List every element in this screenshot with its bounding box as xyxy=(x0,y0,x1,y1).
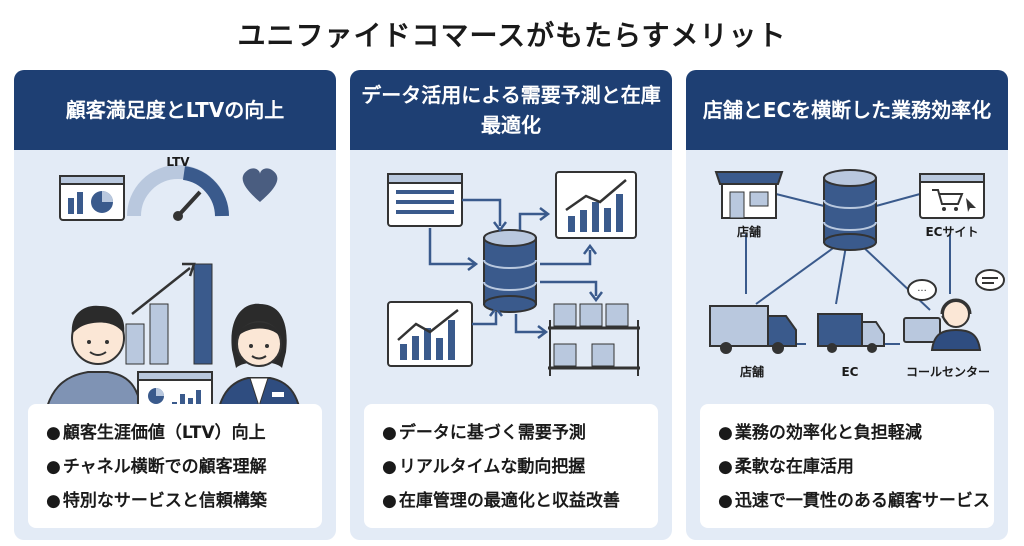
panel-customer-satisfaction: 顧客満足度とLTVの向上 LTV xyxy=(14,70,336,540)
data-forecast-illustration xyxy=(387,171,640,376)
list-item: データに基づく需要予測 xyxy=(382,416,658,450)
ec-truck-label: EC xyxy=(841,365,858,379)
omnichannel-network-illustration: 店舗 ECサイト 店舗 xyxy=(709,169,1005,379)
list-item: チャネル横断での顧客理解 xyxy=(46,450,322,484)
list-item: 在庫管理の最適化と収益改善 xyxy=(382,484,658,518)
inventory-shelf-icon xyxy=(548,303,640,376)
panel-operational-efficiency: 店舗とECを横断した業務効率化 店舗 xyxy=(686,70,1008,540)
ec-site-label: ECサイト xyxy=(925,225,978,239)
ec-site-monitor-icon xyxy=(919,173,985,219)
heart-icon xyxy=(242,168,278,202)
call-center-icon: ··· xyxy=(903,269,1005,351)
database-icon xyxy=(823,169,877,251)
ec-truck-icon xyxy=(817,313,885,353)
panel-header: 店舗とECを横断した業務効率化 xyxy=(686,70,1008,150)
store-icon xyxy=(714,171,784,219)
trend-chart-icon xyxy=(387,301,473,367)
panel-demand-forecast: データ活用による需要予測と在庫最適化 xyxy=(350,70,672,540)
store-truck-label: 店舗 xyxy=(740,364,764,379)
page-title: ユニファイドコマースがもたらすメリット xyxy=(237,19,787,52)
ltv-gauge-icon xyxy=(127,165,229,221)
list-item: 特別なサービスと信頼構築 xyxy=(46,484,322,518)
panel-header: 顧客満足度とLTVの向上 xyxy=(14,70,336,150)
list-item: 顧客生涯価値（LTV）向上 xyxy=(46,416,322,450)
benefit-list: データに基づく需要予測 リアルタイムな動向把握 在庫管理の最適化と収益改善 xyxy=(364,404,658,528)
database-icon xyxy=(483,229,537,313)
list-item: 業務の効率化と負担軽減 xyxy=(718,416,994,450)
growth-bar-chart xyxy=(125,262,213,365)
benefit-list: 業務の効率化と負担軽減 柔軟な在庫活用 迅速で一貫性のある顧客サービス xyxy=(700,404,994,528)
benefit-list: 顧客生涯価値（LTV）向上 チャネル横断での顧客理解 特別なサービスと信頼構築 xyxy=(28,404,322,528)
call-center-label: コールセンター xyxy=(906,365,990,379)
dashboard-chart-icon xyxy=(59,175,125,221)
list-item: 柔軟な在庫活用 xyxy=(718,450,994,484)
forecast-chart-icon xyxy=(555,171,637,239)
list-item: リアルタイムな動向把握 xyxy=(382,450,658,484)
svg-text:···: ··· xyxy=(917,286,927,297)
store-truck-icon xyxy=(709,305,797,354)
list-item: 迅速で一貫性のある顧客サービス xyxy=(718,484,994,518)
data-table-icon xyxy=(387,173,463,227)
flow-arrows xyxy=(428,198,603,339)
panel-header: データ活用による需要予測と在庫最適化 xyxy=(350,70,672,150)
network-lines xyxy=(745,193,951,345)
store-label: 店舗 xyxy=(737,224,761,239)
ltv-label: LTV xyxy=(166,155,190,169)
